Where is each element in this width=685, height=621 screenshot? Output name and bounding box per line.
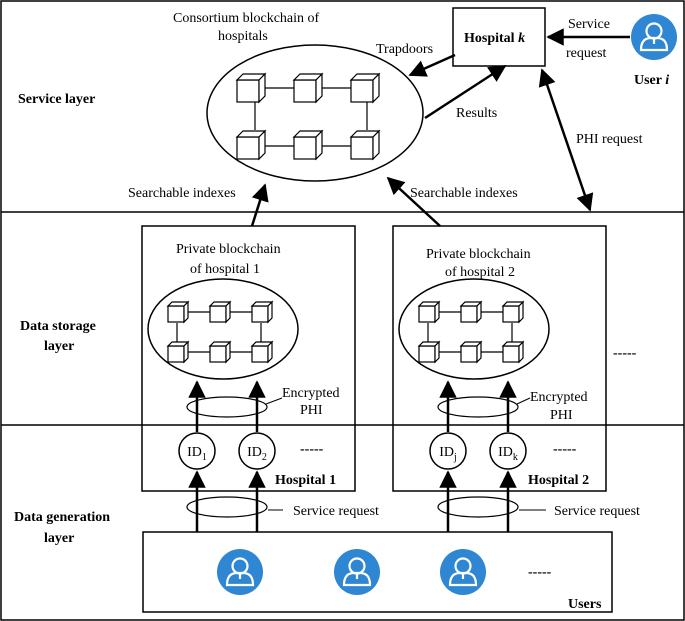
consortium-blockchain — [206, 44, 424, 182]
searchable-indexes-label-right: Searchable indexes — [410, 186, 518, 201]
id-k-label: IDk — [498, 445, 518, 463]
searchable-indexes-arrow-left — [250, 183, 269, 227]
consortium-block — [236, 73, 266, 103]
private-chain-1-links — [176, 311, 262, 353]
private-blockchain-1-box — [141, 225, 356, 492]
private-2-block — [502, 341, 524, 363]
consortium-block — [236, 130, 266, 160]
trapdoors-arrow — [408, 53, 456, 77]
encrypted-phi-1-label-1: Encrypted — [282, 386, 340, 401]
encrypted-phi-2-label-2: PHI — [550, 408, 573, 423]
encrypted-phi-pointer-1 — [265, 397, 283, 405]
service-request-top-label-1: Service — [568, 17, 610, 32]
id-1-node — [178, 432, 216, 470]
users-more: ----- — [528, 565, 552, 580]
private-blockchain-2-title-2: of hospital 2 — [445, 265, 515, 280]
ids-more-1: ----- — [300, 442, 324, 457]
private-2-block — [502, 301, 524, 323]
encrypted-phi-2-label-1: Encrypted — [530, 390, 588, 405]
id-1-label: ID1 — [187, 445, 207, 463]
service-request-loop-2 — [437, 496, 519, 518]
hospital-1-label: Hospital 1 — [275, 473, 336, 488]
data-storage-layer-label-2: layer — [44, 339, 74, 354]
consortium-block — [293, 73, 323, 103]
consortium-block — [293, 130, 323, 160]
phi-request-arrow — [538, 68, 594, 212]
user-avatar — [215, 547, 265, 597]
id-2-node — [238, 432, 276, 470]
private-1-block — [251, 301, 273, 323]
private-blockchain-1-title-2: of hospital 1 — [190, 262, 260, 277]
hospital-2-label: Hospital 2 — [528, 473, 589, 488]
id-2-label: ID2 — [247, 445, 267, 463]
private-blockchain-2-box — [392, 225, 607, 492]
user-avatar — [332, 547, 382, 597]
user-i-avatar — [629, 12, 679, 62]
user-avatar — [438, 547, 488, 597]
private-2-block — [418, 341, 440, 363]
private-2-block — [460, 341, 482, 363]
encrypted-phi-loop-1 — [186, 396, 268, 418]
id-j-node — [429, 432, 467, 470]
private-1-block — [167, 341, 189, 363]
consortium-title-line1: Consortium blockchain of — [173, 11, 320, 26]
hospital-k-label: Hospital k — [464, 31, 525, 46]
private-2-block — [418, 301, 440, 323]
results-arrow — [424, 64, 507, 120]
private-1-block — [251, 341, 273, 363]
service-request-loop-1 — [186, 496, 268, 518]
results-label: Results — [456, 106, 497, 121]
consortium-block — [350, 73, 380, 103]
consortium-title-line2: hospitals — [218, 29, 268, 44]
encrypted-phi-1-label-2: PHI — [300, 403, 323, 418]
trapdoors-label: Trapdoors — [376, 42, 433, 57]
encrypted-phi-loop-2 — [437, 396, 519, 418]
phi-request-label: PHI request — [576, 132, 643, 147]
private-chain-2-links — [427, 311, 513, 353]
storage-more: ----- — [613, 346, 637, 361]
private-blockchain-1-title-1: Private blockchain — [176, 242, 281, 257]
encrypted-phi-pointer-2 — [516, 397, 531, 405]
data-storage-layer-label-1: Data storage — [20, 319, 96, 334]
searchable-indexes-arrow-right — [386, 176, 441, 227]
private-blockchain-2-title-1: Private blockchain — [426, 247, 531, 262]
service-request-2-label: Service request — [554, 504, 640, 519]
ids-more-2: ----- — [553, 442, 577, 457]
service-request-top-label-2: request — [566, 46, 607, 61]
service-layer-label: Service layer — [18, 92, 95, 107]
private-blockchain-2 — [398, 278, 550, 380]
data-generation-layer-label-2: layer — [44, 531, 74, 546]
data-generation-layer-label-1: Data generation — [14, 510, 110, 525]
user-i-label: User i — [634, 73, 669, 88]
users-label: Users — [568, 597, 602, 612]
private-1-block — [209, 301, 231, 323]
searchable-indexes-label-left: Searchable indexes — [128, 186, 236, 201]
private-1-block — [167, 301, 189, 323]
id-k-node — [489, 432, 527, 470]
consortium-block — [350, 130, 380, 160]
private-blockchain-1 — [147, 278, 299, 380]
service-request-1-label: Service request — [293, 504, 379, 519]
id-j-label: IDj — [439, 445, 457, 463]
private-2-block — [460, 301, 482, 323]
private-1-block — [209, 341, 231, 363]
